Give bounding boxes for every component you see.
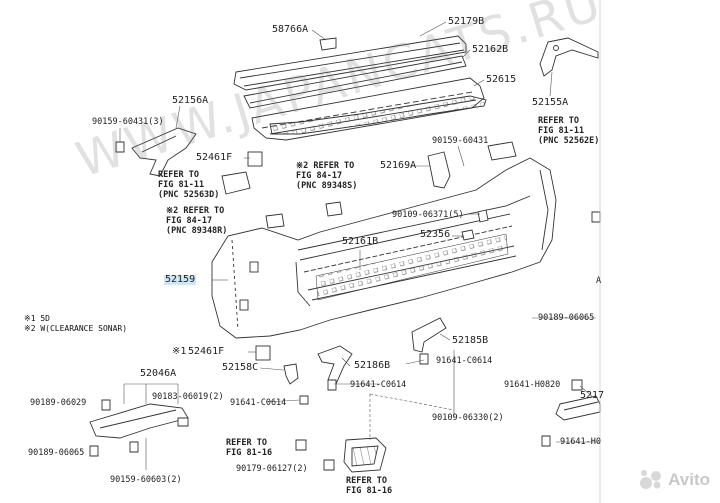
clip-90179-06127: [295, 439, 307, 451]
label-52461F-top: 52461F: [196, 152, 233, 163]
label-partial-right: A: [596, 276, 602, 286]
label-90159-60431: 90159-60431: [432, 136, 489, 146]
label-52158C: 52158C: [222, 362, 259, 373]
bolt-90189-06029: [101, 399, 111, 411]
sonar-89348S: [325, 201, 343, 217]
label-90183-06019-2: 90183-06019(2): [152, 392, 224, 402]
label-90159-60431-3: 90159-60431(3): [92, 117, 164, 127]
label-52156A: 52156A: [172, 95, 209, 106]
refer-line: FIG 81-11: [158, 180, 205, 190]
label-52162B: 52162B: [472, 44, 509, 55]
refer-line: FIG 81-16: [226, 448, 273, 458]
refer-line: REFER TO: [538, 116, 579, 126]
label-91641-C0614-c: 91641-C0614: [230, 398, 287, 408]
refer-line: ※2 REFER TO: [166, 206, 225, 216]
avito-dots-icon: [640, 470, 662, 489]
label-91641-C0614-a: 91641-C0614: [436, 356, 493, 366]
bracket-52186B: [317, 345, 353, 385]
label-52615: 52615: [486, 74, 517, 85]
bolt-90183-06019: [177, 417, 189, 427]
label-91641-H0820: 91641-H0820: [504, 380, 561, 390]
bracket-52156A: [131, 127, 197, 177]
label-52186B: 52186B: [354, 360, 391, 371]
sonar-89348R: [265, 213, 285, 229]
refer-line: ※2 REFER TO: [296, 161, 355, 171]
bolt-90159-60603: [129, 441, 139, 453]
label-52046A: 52046A: [140, 368, 177, 379]
label-52185B: 52185B: [452, 335, 489, 346]
refer-89348S: ※2 REFER TO FIG 84-17 (PNC 89348S): [296, 161, 357, 191]
label-52461F-bottom: 52461F: [188, 346, 225, 357]
bolt-90189-06065-l: [89, 445, 99, 457]
note-mark-52461F: ※1: [172, 346, 187, 357]
refer-81-16-bottom: REFER TO FIG 81-16: [346, 476, 392, 496]
label-90189-06065-left: 90189-06065: [28, 448, 85, 458]
refer-line: REFER TO: [158, 170, 199, 180]
label-52155A: 52155A: [532, 97, 569, 108]
note-5d: ※1 5D: [24, 314, 50, 323]
label-52161B: 52161B: [342, 236, 379, 247]
retainer-52356: [461, 229, 475, 241]
absorber-lower: [269, 95, 487, 135]
label-52179B: 52179B: [448, 16, 485, 27]
refer-52563D: REFER TO FIG 81-11 (PNC 52563D): [158, 170, 219, 200]
clip-52158C: [283, 363, 299, 385]
label-58766A: 58766A: [272, 24, 309, 35]
refer-line: REFER TO: [226, 438, 267, 448]
bolt-91641-C0614-a: [419, 353, 429, 365]
spacer-52461F-top: [247, 151, 263, 167]
label-90109-06371-5: 90109-06371(5): [392, 210, 464, 220]
bracket-52046A: [89, 403, 189, 439]
label-90189-06029: 90189-06029: [30, 398, 87, 408]
refer-line: (PNC 52562E): [538, 136, 600, 146]
leader-lines: [119, 0, 601, 503]
refer-81-16-left: REFER TO FIG 81-16: [226, 438, 272, 458]
brand-logo: Avito: [638, 469, 710, 491]
refer-52562E: REFER TO FIG 81-11 (PNC 52562E): [538, 116, 599, 146]
bracket-52562E: [487, 141, 517, 161]
refer-line: (PNC 52563D): [158, 190, 220, 200]
bracket-52155A: [539, 37, 599, 77]
clip-lower-center: [323, 459, 335, 471]
refer-line: FIG 81-16: [346, 486, 393, 496]
label-91641-H0: 91641-H0: [560, 437, 601, 447]
refer-line: FIG 81-11: [538, 126, 585, 136]
refer-line: (PNC 89348R): [166, 226, 228, 236]
label-52169A: 52169A: [380, 160, 417, 171]
refer-line: (PNC 89348S): [296, 181, 358, 191]
bolt-91641-C0614-b: [327, 379, 337, 391]
refer-line: FIG 84-17: [296, 171, 343, 181]
clip-right: [591, 211, 601, 223]
brand-name: Avito: [668, 470, 710, 489]
bumper-52159: [211, 157, 557, 339]
bolt-90159: [115, 141, 125, 153]
bracket-52185B: [411, 317, 447, 353]
label-91641-C0614-b: 91641-C0614: [350, 380, 407, 390]
label-90179-06127-2: 90179-06127(2): [236, 464, 308, 474]
refer-line: REFER TO: [346, 476, 387, 486]
label-52159: 52159: [164, 274, 197, 285]
label-52356: 52356: [420, 229, 451, 240]
label-90159-60603-2: 90159-60603(2): [110, 475, 182, 485]
spacer-52461F-bottom: [255, 345, 271, 361]
reflector-81-16: [343, 437, 387, 473]
note-clearance-sonar: ※2 W(CLEARANCE SONAR): [24, 324, 128, 333]
refer-89348R: ※2 REFER TO FIG 84-17 (PNC 89348R): [166, 206, 227, 236]
clip-90109-06371: [477, 209, 489, 223]
bracket-52563D: [221, 171, 251, 195]
label-90109-06330-2: 90109-06330(2): [432, 413, 504, 423]
step-plate-52179B: [233, 35, 467, 91]
bolt-91641-H0820: [571, 379, 583, 391]
bracket-52169A: [427, 151, 451, 189]
label-5217: 5217: [580, 390, 605, 401]
refer-line: FIG 84-17: [166, 216, 213, 226]
bolt-91641-H0: [541, 435, 551, 447]
clip-58766A: [319, 37, 337, 51]
bolt-91641-C0614-c: [299, 395, 309, 405]
plate-52162B: [243, 55, 467, 109]
label-90189-06065-right: 90189-06065: [538, 313, 595, 323]
